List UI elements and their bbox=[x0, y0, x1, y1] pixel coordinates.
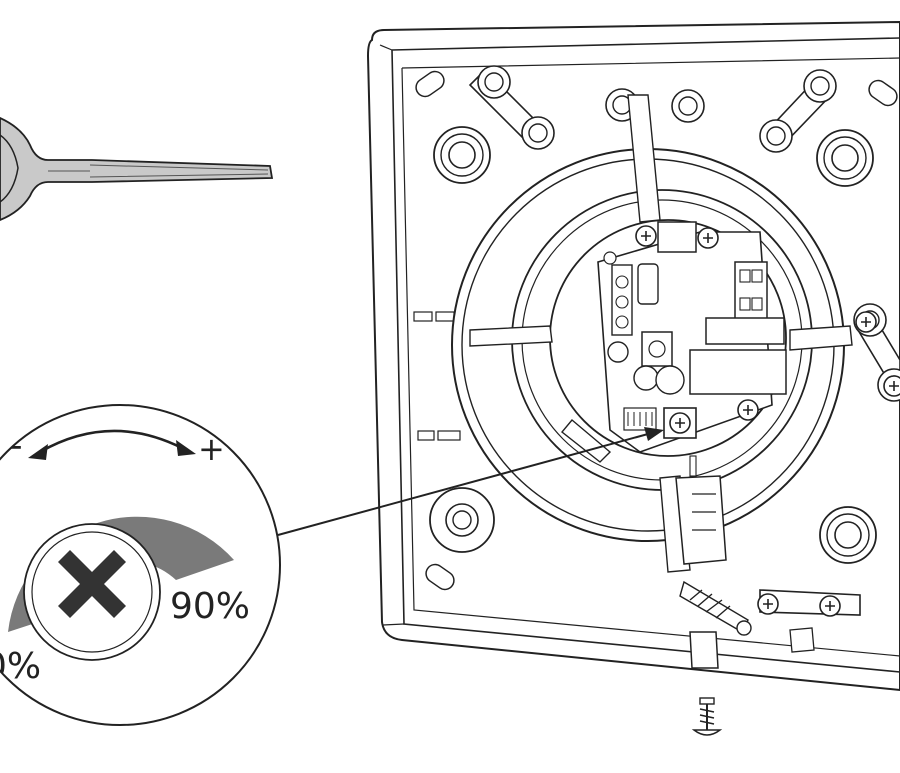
fan-housing bbox=[366, 20, 900, 692]
screw-icon bbox=[691, 697, 723, 736]
adjust-direction-arrow bbox=[39, 429, 183, 454]
potentiometer bbox=[669, 412, 691, 434]
screwdriver-icon bbox=[0, 117, 274, 221]
callout-line bbox=[277, 433, 649, 536]
magnified-dial: − + 90% 0% bbox=[0, 404, 281, 726]
max-percent-label: 90% bbox=[170, 586, 250, 627]
callout-arrowhead bbox=[644, 427, 664, 441]
min-percent-label: 0% bbox=[0, 646, 41, 687]
cross-icon bbox=[58, 550, 126, 618]
minus-label: − bbox=[0, 427, 25, 467]
plus-label: + bbox=[198, 430, 225, 468]
